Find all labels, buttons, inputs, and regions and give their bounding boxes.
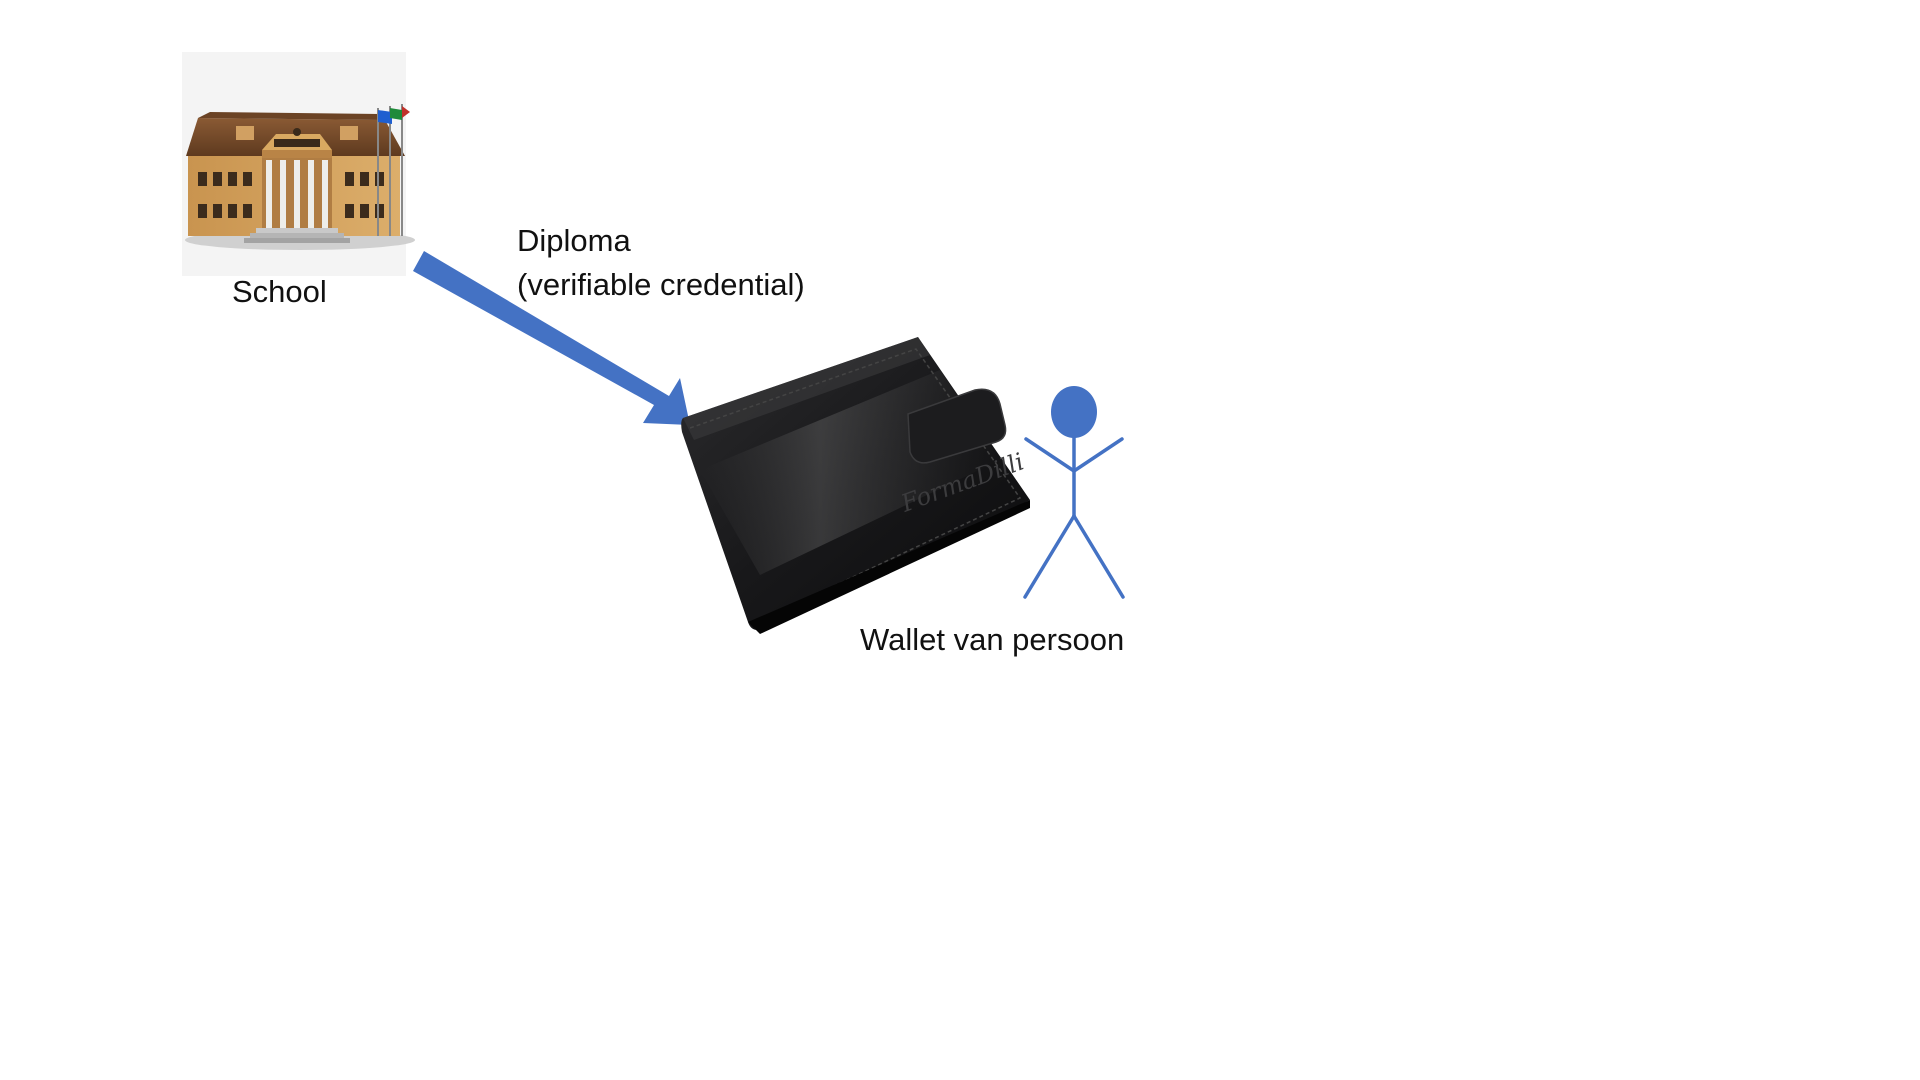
school-label: School	[232, 274, 327, 309]
diploma-label: Diploma (verifiable credential)	[517, 219, 805, 307]
school-building-icon	[182, 52, 415, 276]
wallet-icon: FormaDilli	[681, 337, 1030, 634]
diploma-label-line2: (verifiable credential)	[517, 267, 805, 302]
diploma-label-line1: Diploma	[517, 223, 631, 258]
stick-figure-icon	[1023, 386, 1125, 599]
diploma-arrow	[413, 251, 690, 425]
wallet-label: Wallet van persoon	[860, 622, 1125, 657]
